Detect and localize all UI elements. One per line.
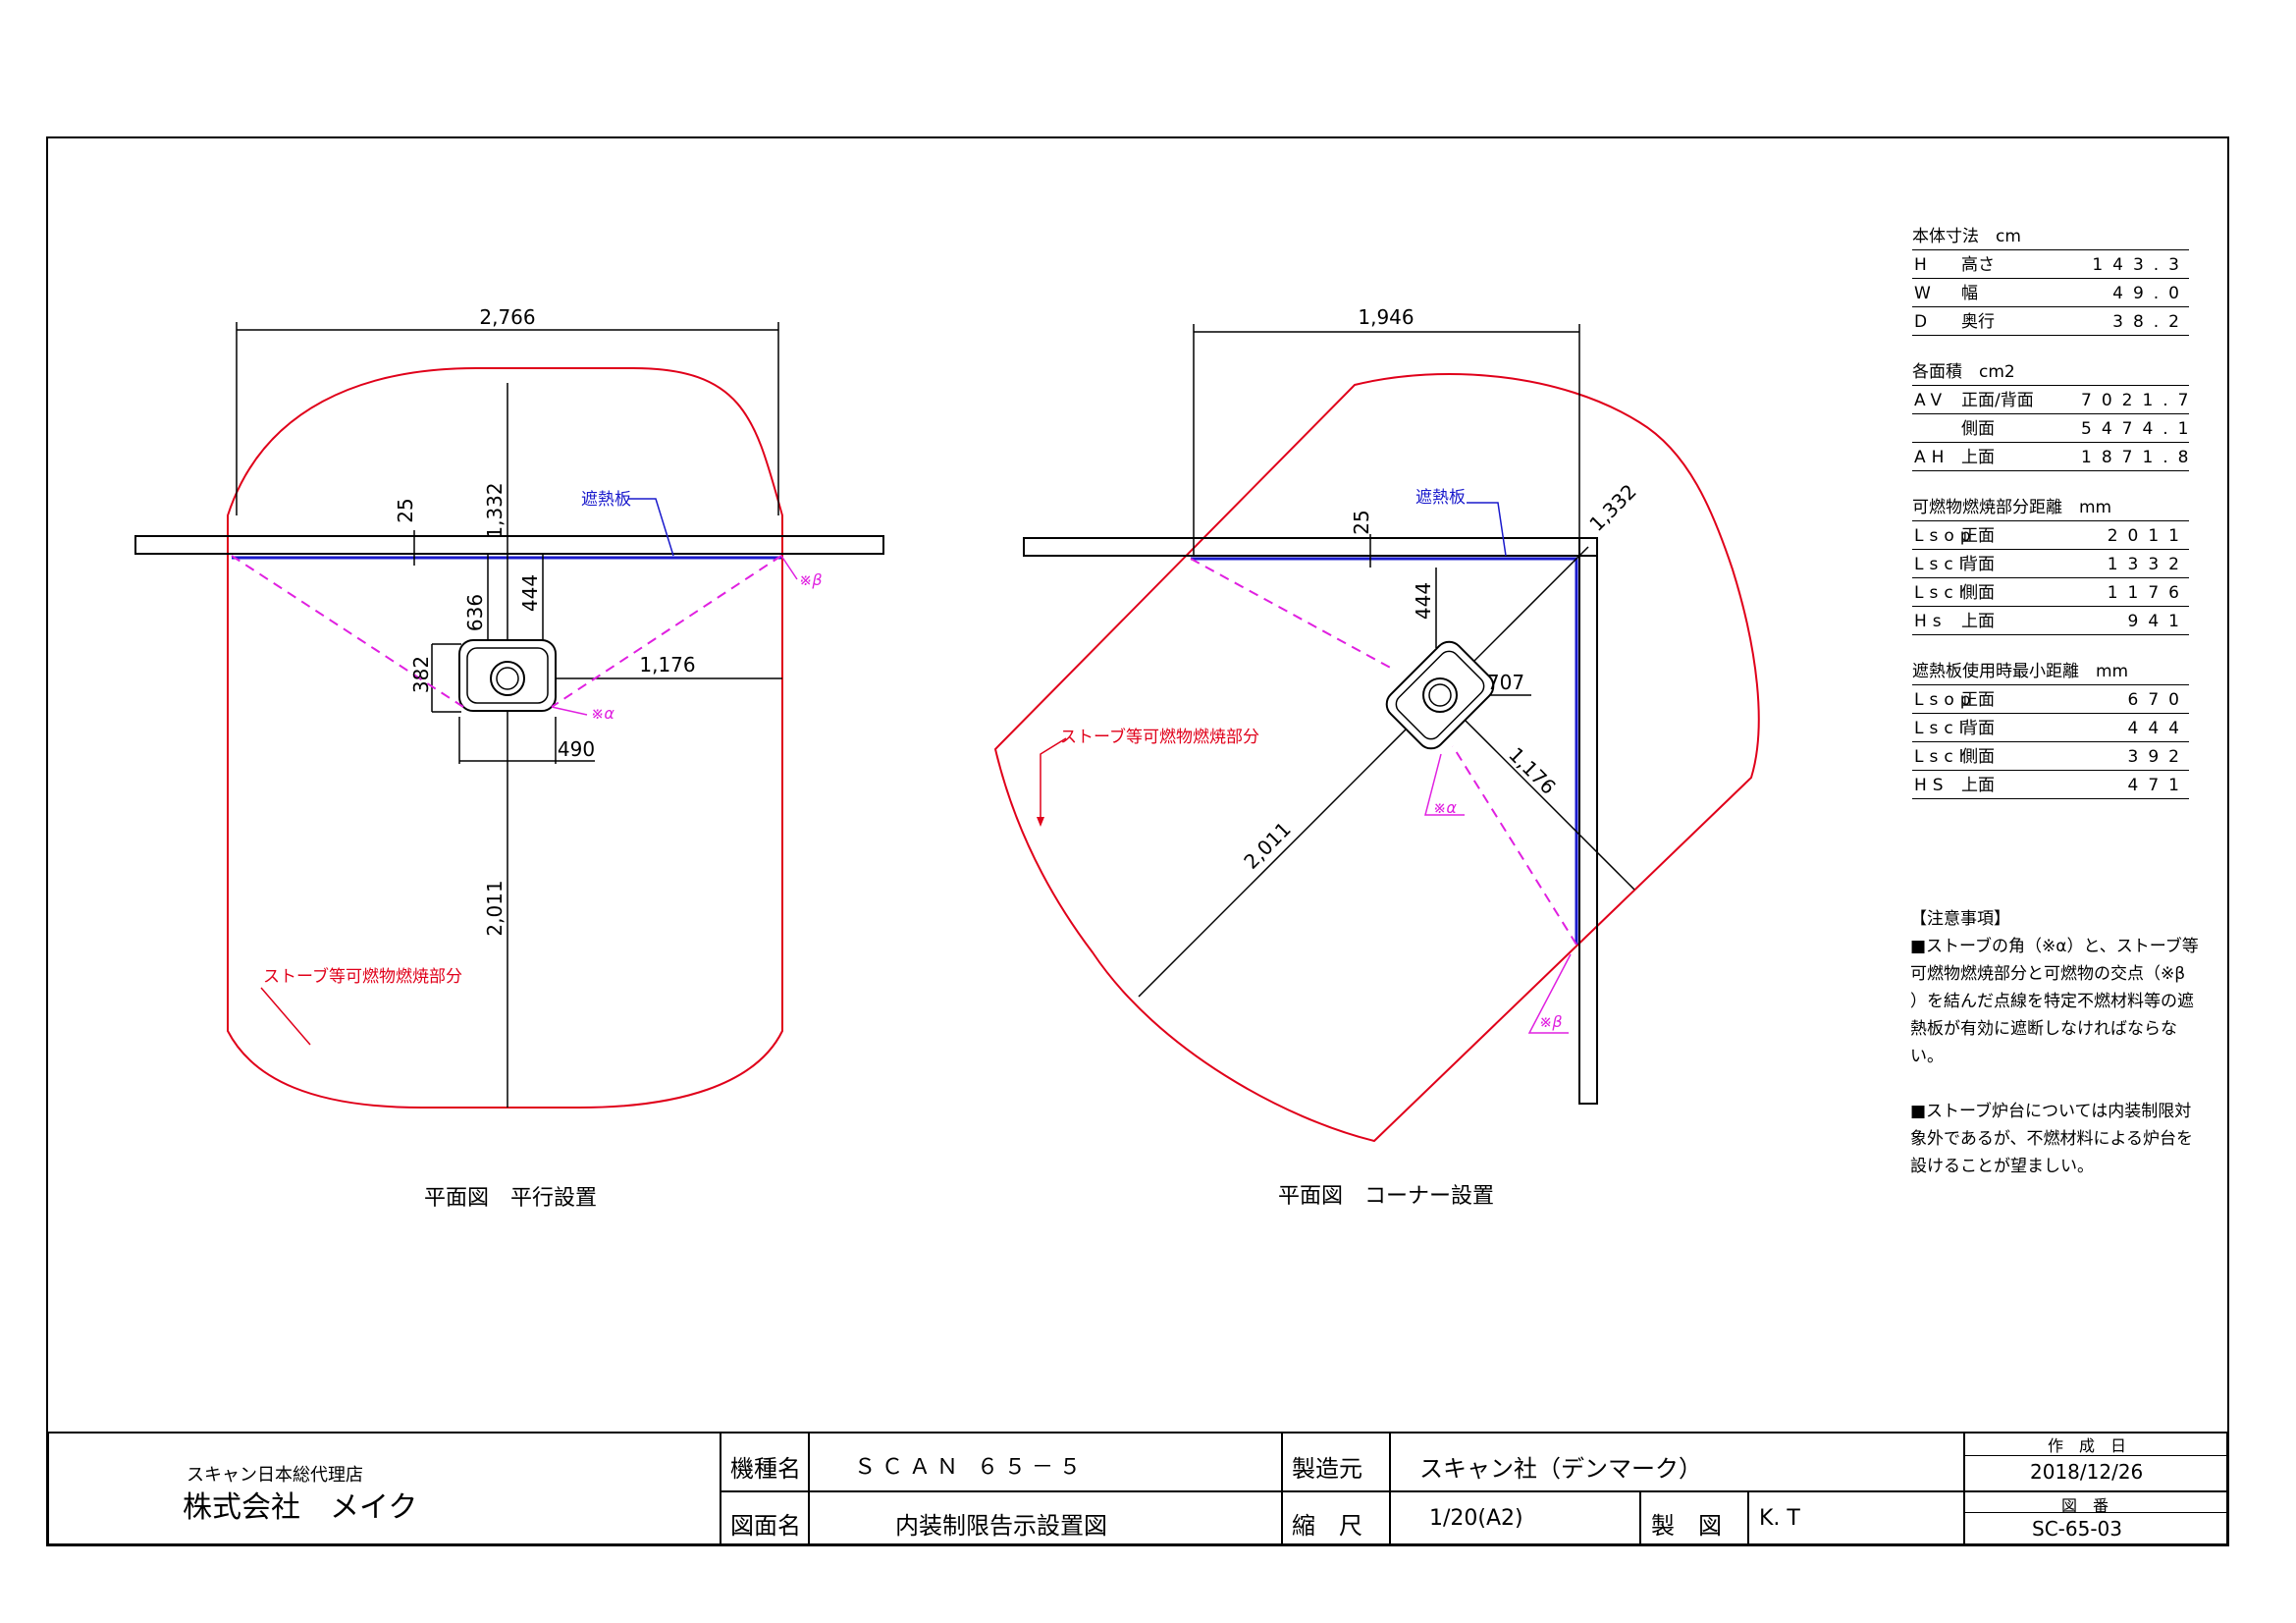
agent-subtitle: スキャン日本総代理店 — [187, 1465, 363, 1486]
corner-alpha-beta-line-left — [1190, 558, 1395, 671]
maker-value: スキャン社（デンマーク） — [1419, 1455, 1702, 1483]
parallel-alpha-beta-line-left — [231, 555, 464, 708]
corner-dim-707: 707 — [1487, 671, 1524, 694]
drawing-value: 内装制限告示設置図 — [895, 1512, 1107, 1540]
corner-stove — [1385, 640, 1495, 750]
corner-dim-1176: 1,176 — [1504, 742, 1560, 798]
number-value: SC-65-03 — [2032, 1517, 2122, 1541]
corner-dim-2011: 2,011 — [1239, 817, 1295, 873]
corner-alpha-beta-line-right — [1452, 745, 1577, 946]
parallel-stove — [458, 639, 557, 712]
corner-dim-25: 25 — [1350, 510, 1373, 534]
scale-label: 縮 尺 — [1292, 1512, 1362, 1540]
parallel-shield-label: 遮熱板 — [581, 490, 631, 510]
corner-view: 1,946 25 1,332 444 707 1,176 2,011 遮熱板 ス… — [993, 305, 1760, 1143]
corner-wall-back — [1023, 537, 1598, 557]
note-line: 設けることが望ましい。 — [1910, 1157, 2094, 1176]
parallel-dim-2011: 2,011 — [483, 880, 507, 936]
parallel-view: 2,766 25 1,332 636 444 382 1,176 490 2,0… — [134, 305, 884, 1109]
notes: 【注意事項】 ■ストーブの角（※α）と、ストーブ等 可燃物燃焼部分と可燃物の交点… — [1910, 905, 2205, 1180]
corner-combustion-boundary — [993, 372, 1760, 1143]
parallel-combustion-boundary — [227, 367, 783, 1109]
parallel-dim-25: 25 — [394, 498, 417, 522]
body-size-title: 本体寸法 cm — [1912, 224, 2189, 250]
parallel-beta-mark: ※β — [799, 570, 823, 589]
areas-title: 各面積 cm2 — [1912, 359, 2189, 386]
corner-alpha-mark: ※α — [1433, 798, 1457, 817]
drawing-label: 図面名 — [730, 1512, 801, 1540]
parallel-alpha-beta-line-right — [551, 555, 782, 708]
corner-shield-label: 遮熱板 — [1415, 488, 1466, 508]
corner-dim-overall: 1,946 — [1358, 305, 1414, 329]
parallel-dim-1332: 1,332 — [483, 482, 507, 538]
corner-view-caption: 平面図 コーナー設置 — [1278, 1184, 1495, 1209]
date-label: 作 成 日 — [2048, 1436, 2127, 1455]
maker-label: 製造元 — [1292, 1455, 1362, 1483]
parallel-dim-636: 636 — [463, 594, 487, 631]
parallel-dim-overall: 2,766 — [479, 305, 535, 329]
corner-beta-mark: ※β — [1539, 1012, 1563, 1031]
note-line: 象外であるが、不燃材料による炉台を — [1910, 1129, 2193, 1149]
date-value: 2018/12/26 — [2030, 1460, 2144, 1484]
model-label: 機種名 — [730, 1455, 801, 1483]
model-value: ＳＣＡＮ ６５－５ — [854, 1455, 1087, 1480]
scale-value: 1/20(A2) — [1429, 1506, 1523, 1531]
corner-wall-side — [1578, 537, 1598, 1105]
note-line: ）を結んだ点線を特定不燃材料等の遮 — [1910, 992, 2194, 1011]
corner-dim-1332: 1,332 — [1584, 479, 1640, 535]
number-label: 図 番 — [2061, 1496, 2109, 1515]
agent-name: 株式会社 メイク — [183, 1490, 418, 1525]
note-line: 可燃物燃焼部分と可燃物の交点（※β — [1910, 964, 2186, 984]
drafter-value: K. T — [1759, 1506, 1800, 1531]
drafter-label: 製 図 — [1651, 1512, 1722, 1540]
corner-combustion-label: ストーブ等可燃物燃焼部分 — [1060, 727, 1259, 747]
parallel-dim-444: 444 — [518, 574, 542, 612]
parallel-dim-382: 382 — [409, 656, 433, 693]
notes-title: 【注意事項】 — [1910, 909, 2010, 929]
sheet-border — [46, 136, 2229, 1546]
combustion-distance-title: 可燃物燃焼部分距離 mm — [1912, 495, 2189, 521]
note-line: 熱板が有効に遮断しなければならない。 — [1910, 1019, 2177, 1066]
shield-min-distance-title: 遮熱板使用時最小距離 mm — [1912, 659, 2189, 685]
parallel-dim-490: 490 — [558, 737, 595, 761]
corner-diagonal — [1138, 546, 1589, 998]
parallel-combustion-label: ストーブ等可燃物燃焼部分 — [263, 966, 462, 987]
note-line: ■ストーブ炉台については内装制限対 — [1910, 1102, 2192, 1121]
parallel-view-caption: 平面図 平行設置 — [424, 1186, 598, 1211]
corner-dim-444: 444 — [1412, 582, 1435, 620]
parallel-wall — [134, 535, 884, 555]
note-line: ■ストーブの角（※α）と、ストーブ等 — [1910, 937, 2199, 956]
parallel-dim-1176: 1,176 — [639, 653, 695, 676]
title-block: スキャン日本総代理店 株式会社 メイク 機種名 ＳＣＡＮ ６５－５ 図面名 内装… — [47, 1432, 2228, 1545]
parallel-alpha-mark: ※α — [591, 704, 614, 723]
